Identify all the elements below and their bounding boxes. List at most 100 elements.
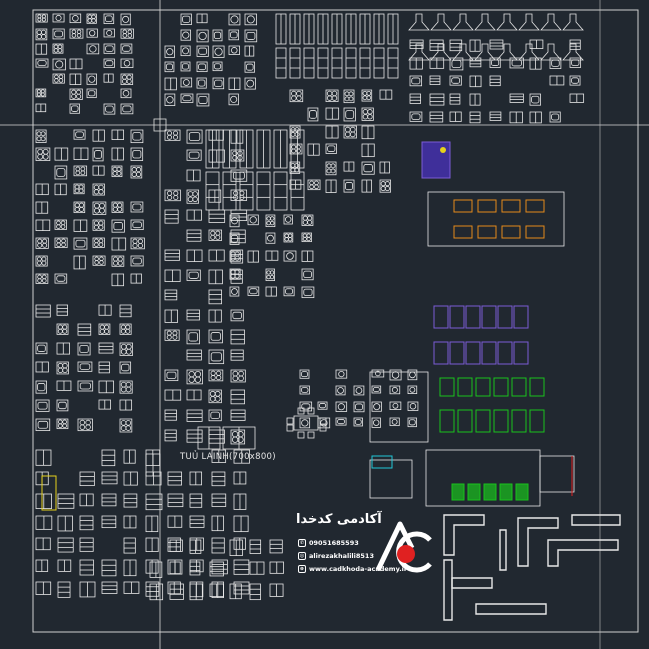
cad-block[interactable]	[56, 361, 69, 375]
cad-block[interactable]	[343, 179, 355, 193]
cad-block[interactable]	[111, 273, 125, 287]
cad-block[interactable]	[164, 329, 180, 341]
cad-block[interactable]	[101, 493, 117, 507]
cad-block[interactable]	[69, 103, 80, 114]
cad-block[interactable]	[35, 255, 48, 267]
cad-block[interactable]	[145, 471, 162, 486]
green-cabinet-block[interactable]	[511, 377, 527, 397]
cad-block[interactable]	[359, 13, 371, 45]
cad-block[interactable]	[343, 161, 355, 172]
cad-block[interactable]	[290, 171, 305, 211]
orange-cabinet-block[interactable]	[501, 225, 521, 239]
cad-block[interactable]	[189, 561, 201, 576]
cad-block[interactable]	[409, 93, 422, 104]
cad-block[interactable]	[230, 229, 246, 244]
cad-block[interactable]	[35, 342, 48, 355]
orange-cabinet-block[interactable]	[477, 225, 497, 239]
cad-block[interactable]	[35, 537, 51, 551]
cad-block[interactable]	[569, 75, 581, 86]
cad-block[interactable]	[325, 125, 339, 139]
cad-block[interactable]	[325, 179, 337, 193]
cad-block[interactable]	[409, 75, 423, 87]
cad-block[interactable]	[301, 232, 312, 243]
cad-block[interactable]	[209, 561, 224, 577]
cad-block[interactable]	[164, 249, 180, 261]
cad-block[interactable]	[230, 329, 245, 345]
contact-instagram[interactable]: ◎ alirezakhalili8513	[298, 551, 374, 561]
cad-block[interactable]	[123, 449, 136, 464]
cad-block[interactable]	[35, 361, 49, 373]
cad-block[interactable]	[119, 380, 133, 394]
cad-block[interactable]	[54, 147, 69, 161]
cad-block[interactable]	[228, 29, 240, 41]
cad-block[interactable]	[331, 13, 343, 45]
cad-block[interactable]	[119, 342, 133, 356]
cad-block[interactable]	[208, 229, 223, 241]
cad-block[interactable]	[529, 93, 541, 106]
cad-block[interactable]	[103, 43, 116, 54]
cad-block[interactable]	[389, 369, 402, 381]
cad-block[interactable]	[325, 161, 337, 176]
cad-block[interactable]	[229, 539, 243, 557]
cad-block[interactable]	[35, 219, 51, 231]
cad-block[interactable]	[86, 13, 97, 24]
cad-block[interactable]	[69, 28, 84, 39]
cad-block[interactable]	[101, 559, 117, 577]
cad-block[interactable]	[449, 93, 461, 105]
cad-block[interactable]	[77, 323, 92, 336]
cad-block[interactable]	[196, 29, 209, 43]
cad-block[interactable]	[54, 183, 67, 196]
cad-block[interactable]	[54, 237, 68, 248]
cad-block[interactable]	[189, 539, 202, 554]
cad-block[interactable]	[299, 401, 313, 412]
cad-block[interactable]	[57, 493, 75, 509]
cad-block[interactable]	[186, 189, 199, 204]
cad-block[interactable]	[233, 449, 250, 464]
cad-block[interactable]	[289, 143, 303, 155]
cad-block[interactable]	[269, 539, 283, 554]
cad-block[interactable]	[228, 13, 241, 26]
cad-block[interactable]	[301, 286, 315, 299]
cad-block[interactable]	[123, 537, 136, 554]
kitchen-plan-outline[interactable]	[499, 529, 507, 571]
cad-block[interactable]	[233, 515, 249, 533]
cad-block[interactable]	[120, 43, 133, 54]
cad-block[interactable]	[230, 149, 245, 162]
cad-block[interactable]	[469, 57, 482, 68]
cad-block[interactable]	[164, 93, 176, 106]
cad-block[interactable]	[230, 429, 246, 445]
cad-block[interactable]	[111, 165, 123, 178]
cad-block[interactable]	[35, 418, 51, 431]
range-hood-block[interactable]	[518, 13, 540, 61]
cad-block[interactable]	[69, 73, 82, 85]
cad-block[interactable]	[229, 214, 240, 228]
green-drawer-block[interactable]	[515, 483, 529, 501]
cad-block[interactable]	[119, 323, 132, 335]
cad-block[interactable]	[73, 201, 86, 214]
cad-block[interactable]	[299, 369, 310, 379]
cad-block[interactable]	[120, 28, 134, 39]
cad-block[interactable]	[35, 515, 53, 530]
purple-counter-block[interactable]	[481, 341, 497, 365]
cad-block[interactable]	[209, 583, 224, 597]
cad-block[interactable]	[56, 380, 72, 391]
cad-block[interactable]	[92, 219, 105, 231]
dining-table-block[interactable]	[286, 407, 327, 439]
cad-block[interactable]	[186, 229, 202, 242]
cad-block[interactable]	[273, 129, 288, 169]
cad-block[interactable]	[212, 61, 223, 72]
cad-block[interactable]	[186, 429, 203, 443]
cad-block[interactable]	[208, 209, 226, 223]
cad-block[interactable]	[189, 493, 203, 508]
kitchen-plan-layouts[interactable]	[443, 514, 621, 621]
cad-block[interactable]	[249, 561, 265, 575]
cad-block[interactable]	[429, 75, 441, 85]
cad-block[interactable]	[229, 286, 240, 297]
cad-block[interactable]	[429, 111, 444, 123]
cad-block[interactable]	[35, 147, 51, 161]
cad-block[interactable]	[77, 342, 91, 356]
cad-block[interactable]	[265, 232, 276, 244]
kitchen-plan-outline[interactable]	[451, 577, 493, 589]
cad-block[interactable]	[35, 58, 49, 68]
cad-block[interactable]	[244, 77, 256, 90]
